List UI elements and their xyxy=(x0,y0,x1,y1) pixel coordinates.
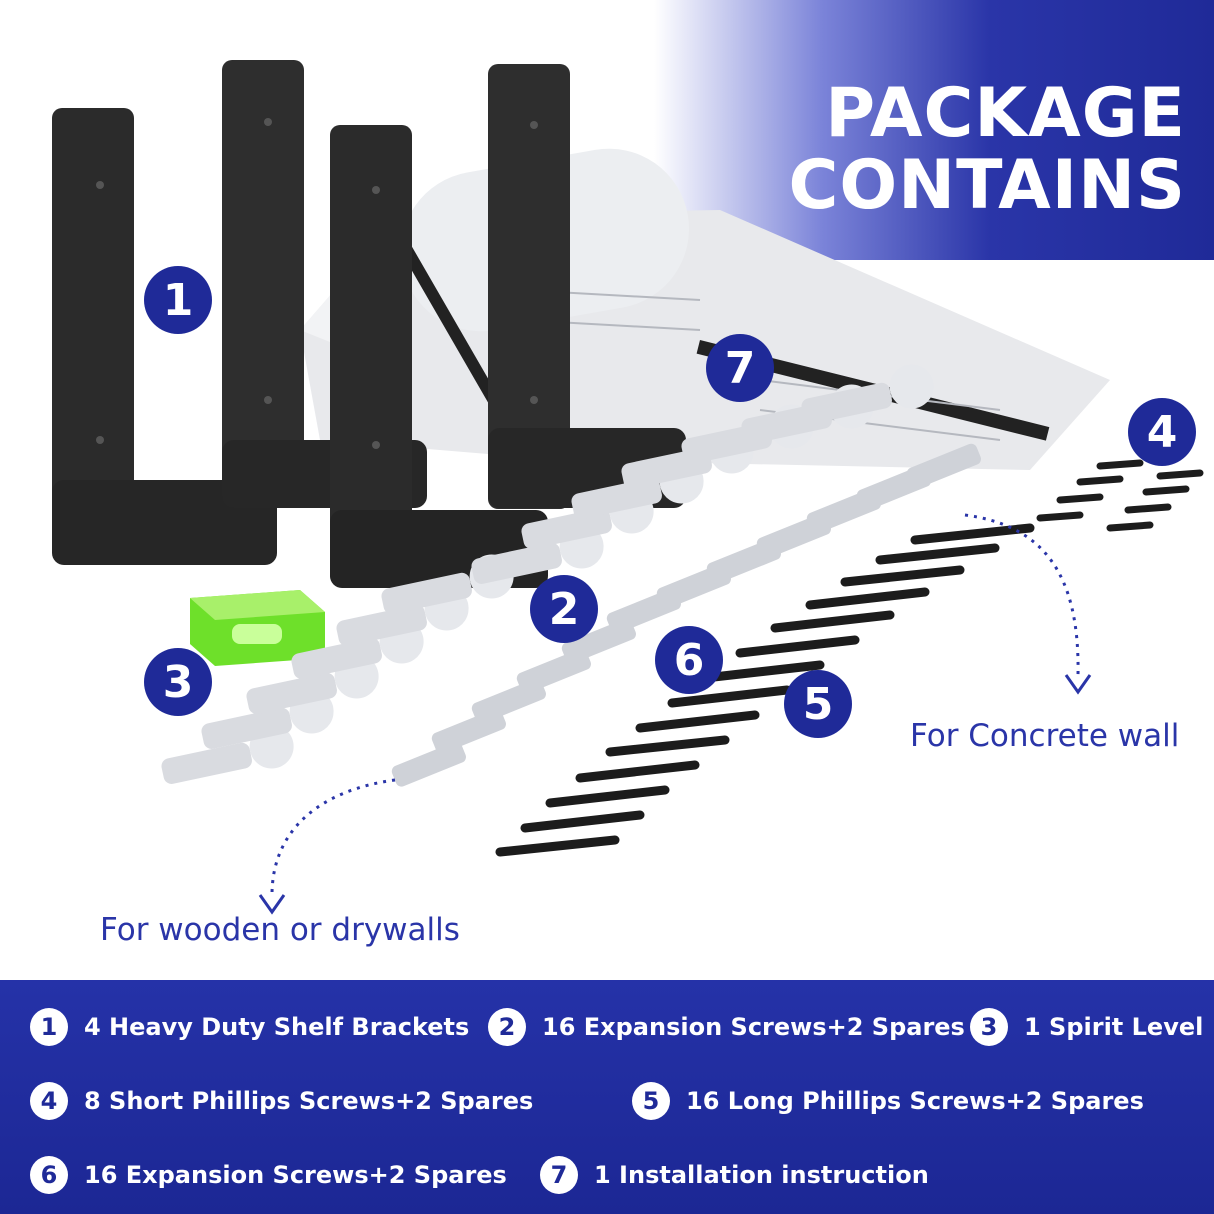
legend-number-5: 5 xyxy=(632,1082,670,1120)
legend-label-6: 16 Expansion Screws+2 Spares xyxy=(84,1161,507,1189)
marker-2: 2 xyxy=(530,575,598,643)
legend-label-1: 4 Heavy Duty Shelf Brackets xyxy=(84,1013,470,1041)
marker-3: 3 xyxy=(144,648,212,716)
spirit-level xyxy=(190,590,325,666)
wooden-wall-note: For wooden or drywalls xyxy=(100,912,460,948)
page-title: PACKAGE CONTAINS xyxy=(786,78,1186,222)
marker-4: 4 xyxy=(1128,398,1196,466)
legend-number-6: 6 xyxy=(30,1156,68,1194)
legend-number-4: 4 xyxy=(30,1082,68,1120)
legend-item-2: 2 16 Expansion Screws+2 Spares xyxy=(488,1008,965,1046)
legend-item-3: 3 1 Spirit Level xyxy=(970,1008,1203,1046)
contents-legend: 1 4 Heavy Duty Shelf Brackets 2 16 Expan… xyxy=(0,980,1214,1214)
legend-number-1: 1 xyxy=(30,1008,68,1046)
legend-number-3: 3 xyxy=(970,1008,1008,1046)
legend-item-6: 6 16 Expansion Screws+2 Spares xyxy=(30,1156,507,1194)
bracket-1 xyxy=(52,108,277,565)
instruction-sheet xyxy=(300,148,1110,470)
legend-label-4: 8 Short Phillips Screws+2 Spares xyxy=(84,1087,534,1115)
expansion-anchors-white xyxy=(161,364,934,784)
legend-number-2: 2 xyxy=(488,1008,526,1046)
legend-label-7: 1 Installation instruction xyxy=(594,1161,929,1189)
concrete-wall-note: For Concrete wall xyxy=(910,718,1180,754)
long-phillips-screws xyxy=(495,523,1035,857)
title-line-2: CONTAINS xyxy=(788,146,1186,225)
short-phillips-screws xyxy=(1036,459,1204,532)
legend-item-5: 5 16 Long Phillips Screws+2 Spares xyxy=(632,1082,1144,1120)
legend-item-4: 4 8 Short Phillips Screws+2 Spares xyxy=(30,1082,533,1120)
expansion-anchors-plastic xyxy=(391,443,981,787)
legend-number-7: 7 xyxy=(540,1156,578,1194)
marker-7: 7 xyxy=(706,334,774,402)
marker-5: 5 xyxy=(784,670,852,738)
legend-item-1: 1 4 Heavy Duty Shelf Brackets xyxy=(30,1008,469,1046)
marker-1: 1 xyxy=(144,266,212,334)
title-line-1: PACKAGE xyxy=(825,74,1186,153)
legend-label-5: 16 Long Phillips Screws+2 Spares xyxy=(686,1087,1144,1115)
legend-label-3: 1 Spirit Level xyxy=(1024,1013,1204,1041)
product-illustration xyxy=(52,60,1204,915)
concrete-pointer-arrow xyxy=(964,513,1092,695)
header-banner: PACKAGE CONTAINS xyxy=(654,0,1214,260)
wood-pointer-arrow xyxy=(258,778,396,915)
marker-6: 6 xyxy=(655,626,723,694)
legend-item-7: 7 1 Installation instruction xyxy=(540,1156,929,1194)
legend-label-2: 16 Expansion Screws+2 Spares xyxy=(542,1013,965,1041)
